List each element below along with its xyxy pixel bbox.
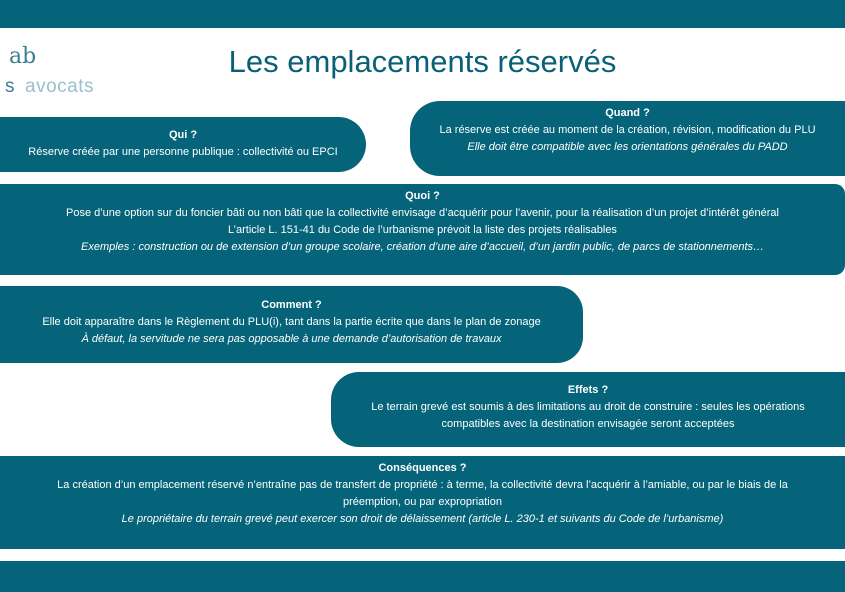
section-text: La réserve est créée au moment de la cré… bbox=[439, 124, 816, 136]
logo-prefix: s bbox=[5, 76, 15, 97]
section-italic: Exemples : construction ou de extension … bbox=[80, 241, 764, 253]
section-text: La création d’un emplacement réservé n’e… bbox=[57, 479, 788, 491]
section-italic: Elle doit être compatible avec les orien… bbox=[467, 141, 788, 153]
section-text: Réserve créée par une personne publique … bbox=[28, 146, 338, 158]
logo-word: avocats bbox=[25, 76, 94, 97]
section-quoi: Quoi ? Pose d’une option sur du foncier … bbox=[0, 184, 845, 275]
section-comment: Comment ? Elle doit apparaître dans le R… bbox=[0, 286, 583, 363]
section-heading: Effets ? bbox=[567, 384, 609, 396]
section-heading: Quand ? bbox=[605, 107, 650, 119]
section-heading: Qui ? bbox=[168, 129, 198, 141]
section-consequences: Conséquences ? La création d’un emplacem… bbox=[0, 456, 845, 549]
section-quand: Quand ? La réserve est créée au moment d… bbox=[410, 101, 845, 176]
bottom-band bbox=[0, 561, 845, 592]
section-text: Pose d’une option sur du foncier bâti ou… bbox=[65, 207, 779, 219]
section-text: compatibles avec la destination envisagé… bbox=[441, 418, 735, 430]
top-band bbox=[0, 0, 845, 28]
section-text: préemption, ou par expropriation bbox=[343, 496, 502, 508]
section-text: Le terrain grevé est soumis à des limita… bbox=[371, 401, 805, 413]
logo-text: s avocats bbox=[5, 76, 94, 98]
section-heading: Conséquences ? bbox=[378, 462, 467, 474]
section-heading: Comment ? bbox=[261, 299, 322, 311]
section-effets: Effets ? Le terrain grevé est soumis à d… bbox=[331, 372, 845, 447]
section-qui: Qui ? Réserve créée par une personne pub… bbox=[0, 117, 366, 172]
section-text: L’article L. 151-41 du Code de l’urbanis… bbox=[228, 224, 617, 236]
page-title: Les emplacements réservés bbox=[228, 44, 617, 79]
section-italic: À défaut, la servitude ne sera pas oppos… bbox=[81, 333, 502, 345]
section-text: Elle doit apparaître dans le Règlement d… bbox=[42, 316, 541, 328]
section-italic: Le propriétaire du terrain grevé peut ex… bbox=[121, 513, 724, 525]
logo-mark: ab bbox=[9, 44, 37, 69]
section-heading: Quoi ? bbox=[405, 190, 440, 202]
